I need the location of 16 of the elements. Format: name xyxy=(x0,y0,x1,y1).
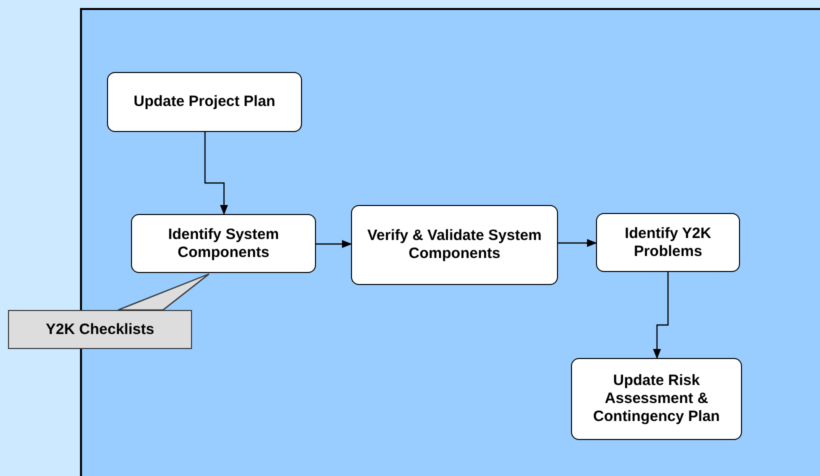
node-label: Y2K Checklists xyxy=(46,320,154,338)
process-box xyxy=(351,205,558,285)
node-label: Update Project Plan xyxy=(134,93,276,111)
process-box xyxy=(571,358,742,440)
node-label: Identify System Components xyxy=(167,226,280,262)
callout-tail xyxy=(117,273,210,311)
arrow xyxy=(558,239,597,247)
node-label: Verify & Validate System Components xyxy=(366,227,543,263)
process-box xyxy=(107,72,302,132)
arrow xyxy=(316,240,352,248)
process-box xyxy=(596,213,740,272)
node-label: Identify Y2K Problems xyxy=(624,224,712,260)
process-box xyxy=(131,214,316,273)
arrow xyxy=(204,132,228,215)
arrow xyxy=(653,272,669,359)
node-label: Update Risk Assessment & Contingency Plan xyxy=(592,372,721,426)
